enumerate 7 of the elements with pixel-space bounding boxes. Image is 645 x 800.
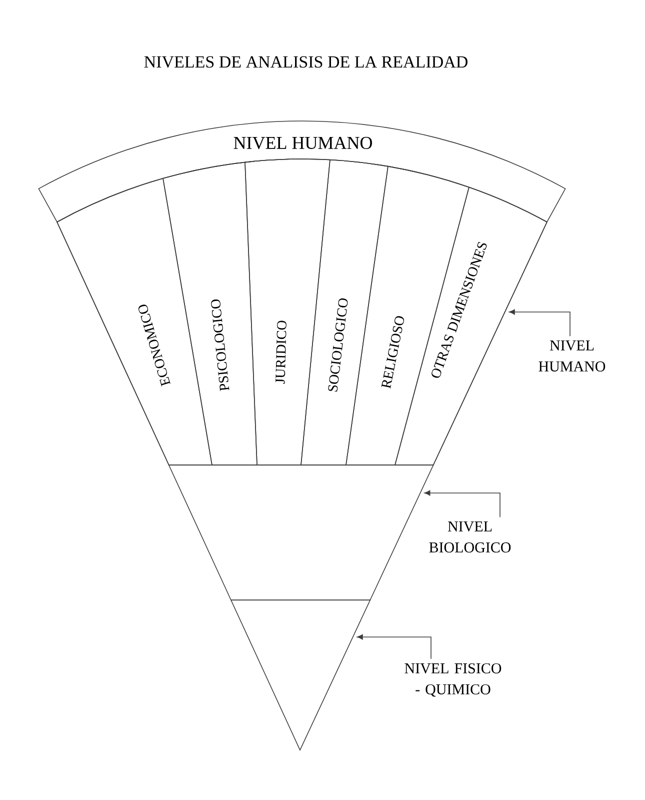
side-label: NIVEL FISICO - QUIMICO xyxy=(404,663,502,697)
arc-band: NIVEL HUMANO xyxy=(38,120,566,222)
arrow xyxy=(508,309,570,336)
arrow xyxy=(424,490,500,518)
title: NIVELES DE ANALISIS DE LA REALIDAD xyxy=(144,56,468,68)
arrow xyxy=(356,634,432,660)
side-label: NIVEL BIOLOGICO xyxy=(429,522,511,552)
